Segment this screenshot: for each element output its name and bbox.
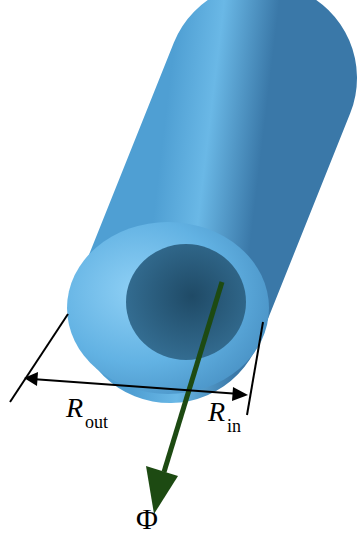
- dimension-arrowhead: [24, 372, 38, 386]
- dimension-subscript: in: [227, 417, 241, 435]
- dimension-line: [32, 379, 240, 394]
- dimension-subscript: out: [85, 413, 108, 431]
- extension-line: [10, 314, 68, 402]
- dimension-arrowhead: [232, 387, 248, 401]
- axis-arrow: [164, 282, 222, 472]
- extension-line: [247, 322, 263, 415]
- dimension-label: R: [208, 398, 225, 426]
- cylinder-face: [67, 222, 269, 394]
- cylinder-hole: [126, 244, 246, 360]
- flux-label: Φ: [136, 504, 158, 534]
- dimension-label: R: [66, 394, 83, 422]
